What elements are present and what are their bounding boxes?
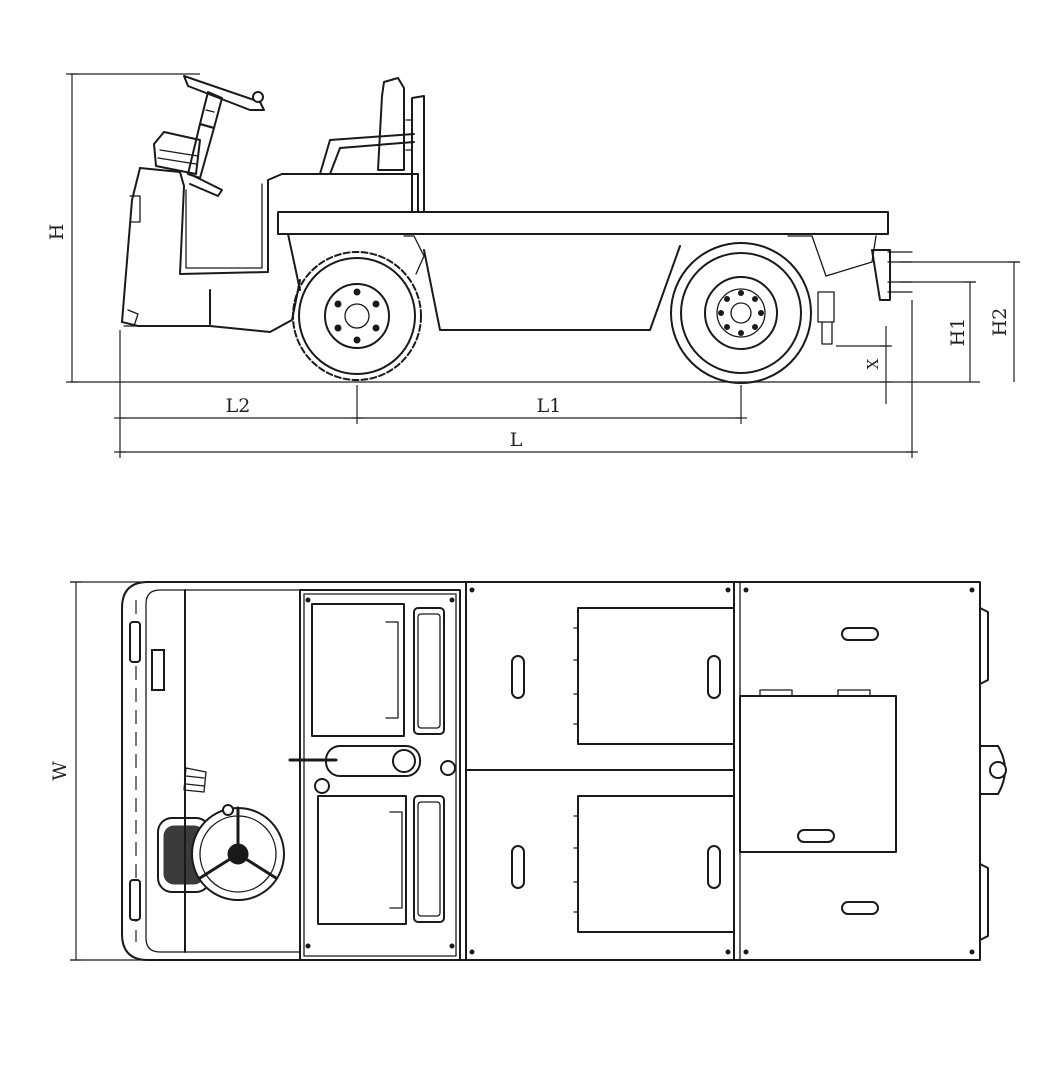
battery-box-1 — [577, 607, 735, 745]
slot-1 — [511, 655, 525, 699]
label-l2: L2 — [226, 395, 251, 417]
steering-column — [187, 123, 215, 179]
slot-5 — [841, 627, 879, 641]
seat-back-left — [413, 607, 445, 735]
front-wheel — [292, 251, 422, 381]
seats-top — [288, 589, 461, 961]
seat-cushion-front — [153, 131, 201, 175]
slot-4 — [707, 845, 721, 889]
label-h: H — [46, 224, 68, 241]
steering-wheel-top — [157, 767, 285, 901]
seat-back-right — [413, 795, 445, 923]
steering-assembly — [153, 75, 265, 197]
label-l: L — [510, 429, 523, 451]
battery-box-3 — [739, 695, 897, 853]
rear-bumper — [787, 235, 877, 277]
cargo-bed-top — [465, 581, 1007, 961]
seat-area — [299, 589, 461, 961]
rear-side-bumpers — [979, 607, 989, 941]
steering-wheel-side — [183, 75, 265, 111]
front-tyre-tread — [292, 251, 422, 381]
label-h1: H1 — [947, 318, 969, 347]
cowl-outline — [139, 167, 419, 275]
label-h2: H2 — [989, 308, 1011, 337]
side-step — [151, 649, 165, 691]
lever — [189, 175, 223, 197]
front-light-left — [129, 621, 141, 663]
tow-hitch-hole — [989, 761, 1007, 779]
tow-pins — [887, 251, 913, 293]
front-hub — [344, 303, 370, 329]
battery-box-2 — [577, 795, 735, 933]
seat-left — [311, 603, 405, 737]
rear-tyre-inner — [680, 252, 802, 374]
front-body — [121, 77, 425, 333]
tow-hook-front — [123, 309, 141, 327]
cargo-deck — [277, 211, 913, 345]
rear-tyre — [670, 242, 812, 384]
cowl-inner — [185, 183, 263, 269]
seat-rail — [319, 133, 415, 175]
slot-3 — [707, 655, 721, 699]
rear-rim — [704, 276, 778, 350]
front-rim — [324, 283, 390, 349]
label-x: X — [864, 358, 882, 369]
label-w: W — [49, 761, 71, 781]
seat-right — [317, 795, 407, 925]
side-dimensions — [114, 261, 1020, 458]
top-view: W — [49, 581, 1007, 961]
rear-rim-ring — [716, 288, 766, 338]
vehicle-outline-top — [121, 581, 981, 961]
slot-2 — [511, 845, 525, 889]
slot-7 — [797, 829, 835, 843]
chassis-frame — [423, 245, 681, 331]
steering-column-head — [199, 91, 223, 129]
rear-wheel — [670, 242, 812, 384]
front-light-right — [129, 879, 141, 921]
console-knob — [392, 749, 416, 773]
rear-damper — [817, 291, 835, 323]
cab-outline — [145, 589, 301, 953]
seat-back — [377, 77, 405, 171]
rear-hub — [730, 302, 752, 324]
body-lower-outline — [121, 167, 301, 333]
slot-6 — [841, 901, 879, 915]
horn-knob — [252, 91, 264, 103]
front-tyre — [298, 257, 416, 375]
label-l1: L1 — [537, 395, 562, 417]
tow-pin-housing — [871, 249, 891, 301]
deck-platform — [277, 211, 889, 235]
side-view: H L2 L1 L H1 H2 X — [46, 73, 1020, 458]
